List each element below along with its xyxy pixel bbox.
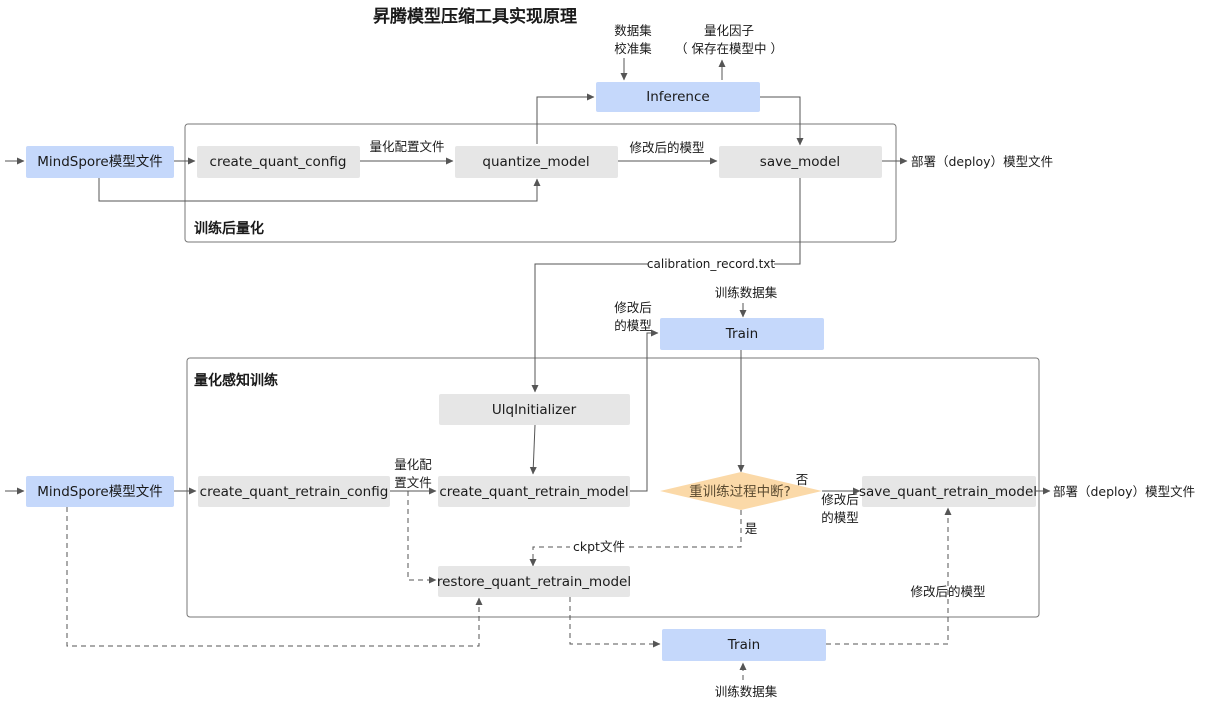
node-mindspore-bottom (26, 476, 174, 507)
label-train-dataset-top: 训练数据集 (715, 285, 778, 300)
node-create-quant-retrain-model-label: create_quant_retrain_model (439, 484, 628, 500)
label-quant-factor-line2: （ 保存在模型中 ） (675, 41, 783, 56)
node-quantize-model-label: quantize_model (482, 154, 589, 170)
label-quant-config-l1: 量化配 (394, 457, 432, 472)
label-dataset-line2: 校准集 (614, 41, 652, 56)
label-modified-model-right-l2: 的模型 (821, 510, 859, 525)
diagram-title: 昇腾模型压缩工具实现原理 (373, 6, 577, 27)
label-ckpt: ckpt文件 (573, 539, 625, 554)
node-inference (596, 82, 760, 112)
node-decision-label: 重训练过程中断? (689, 484, 791, 500)
node-save-model (719, 146, 882, 178)
edge-train-to-save-retrain (826, 507, 952, 645)
node-restore-quant-retrain-model-label: restore_quant_retrain_model (437, 574, 631, 590)
node-train-top-label: Train (725, 326, 758, 342)
node-train-bottom (662, 629, 826, 661)
edge-inference-to-save (760, 96, 804, 146)
edge-ulq-to-retrain-model (529, 424, 537, 475)
label-modified-model-bottom: 修改后的模型 (910, 584, 985, 599)
node-mindspore-top (26, 146, 174, 178)
qat-section-title: 量化感知训练 (194, 372, 278, 389)
node-decision (660, 472, 822, 510)
label-modified-model-left-l1: 修改后 (614, 300, 652, 315)
node-ulq-initializer-label: UlqInitializer (492, 402, 577, 418)
label-quant-config-file: 量化配置文件 (369, 139, 444, 154)
qat-group (186, 357, 1040, 618)
label-no: 否 (796, 472, 809, 487)
edge-model-to-quantize (98, 178, 541, 202)
node-create-quant-retrain-config-label: create_quant_retrain_config (200, 484, 389, 500)
ckpt-label-bg (570, 539, 628, 555)
calibration-label-bg (648, 256, 774, 271)
node-mindspore-bottom-label: MindSpore模型文件 (37, 484, 162, 500)
node-create-quant-retrain-config (198, 476, 390, 507)
label-deploy-top: 部署（deploy）模型文件 (911, 154, 1053, 169)
label-train-dataset-bottom: 训练数据集 (715, 684, 778, 699)
ptq-group (184, 123, 897, 243)
node-create-quant-config (197, 146, 360, 178)
edge-restore-to-train (569, 597, 661, 648)
node-quantize-model (455, 146, 618, 178)
node-create-quant-config-label: create_quant_config (210, 154, 347, 170)
label-modified-model-right-l1: 修改后 (821, 492, 859, 507)
node-ulq-initializer (439, 394, 630, 425)
node-train-top (660, 318, 824, 350)
label-modified-model-top: 修改后的模型 (629, 140, 704, 155)
label-dataset-line1: 数据集 (614, 23, 652, 38)
ptq-section-title: 训练后量化 (194, 220, 264, 237)
node-create-quant-retrain-model (438, 476, 630, 507)
node-save-quant-retrain-model-label: save_quant_retrain_model (859, 484, 1037, 500)
label-quant-config-l2: 置文件 (394, 475, 432, 490)
edge-retrain-config-to-restore (407, 491, 437, 584)
edge-quantize-to-inference (536, 93, 595, 144)
node-mindspore-top-label: MindSpore模型文件 (37, 154, 162, 170)
node-save-quant-retrain-model (862, 476, 1036, 507)
edge-model-to-restore (66, 507, 483, 647)
label-quant-factor-line1: 量化因子 (704, 23, 754, 38)
label-deploy-bottom: 部署（deploy）模型文件 (1053, 484, 1195, 499)
edge-retrain-model-to-train (630, 329, 659, 492)
edge-decision-yes-ckpt (529, 510, 742, 567)
label-calibration-record: calibration_record.txt (647, 257, 775, 271)
node-train-bottom-label: Train (727, 637, 760, 653)
node-restore-quant-retrain-model (438, 566, 630, 597)
label-yes: 是 (745, 521, 758, 536)
label-modified-model-left-l2: 的模型 (614, 318, 652, 333)
node-save-model-label: save_model (760, 154, 840, 170)
node-inference-label: Inference (646, 89, 709, 105)
